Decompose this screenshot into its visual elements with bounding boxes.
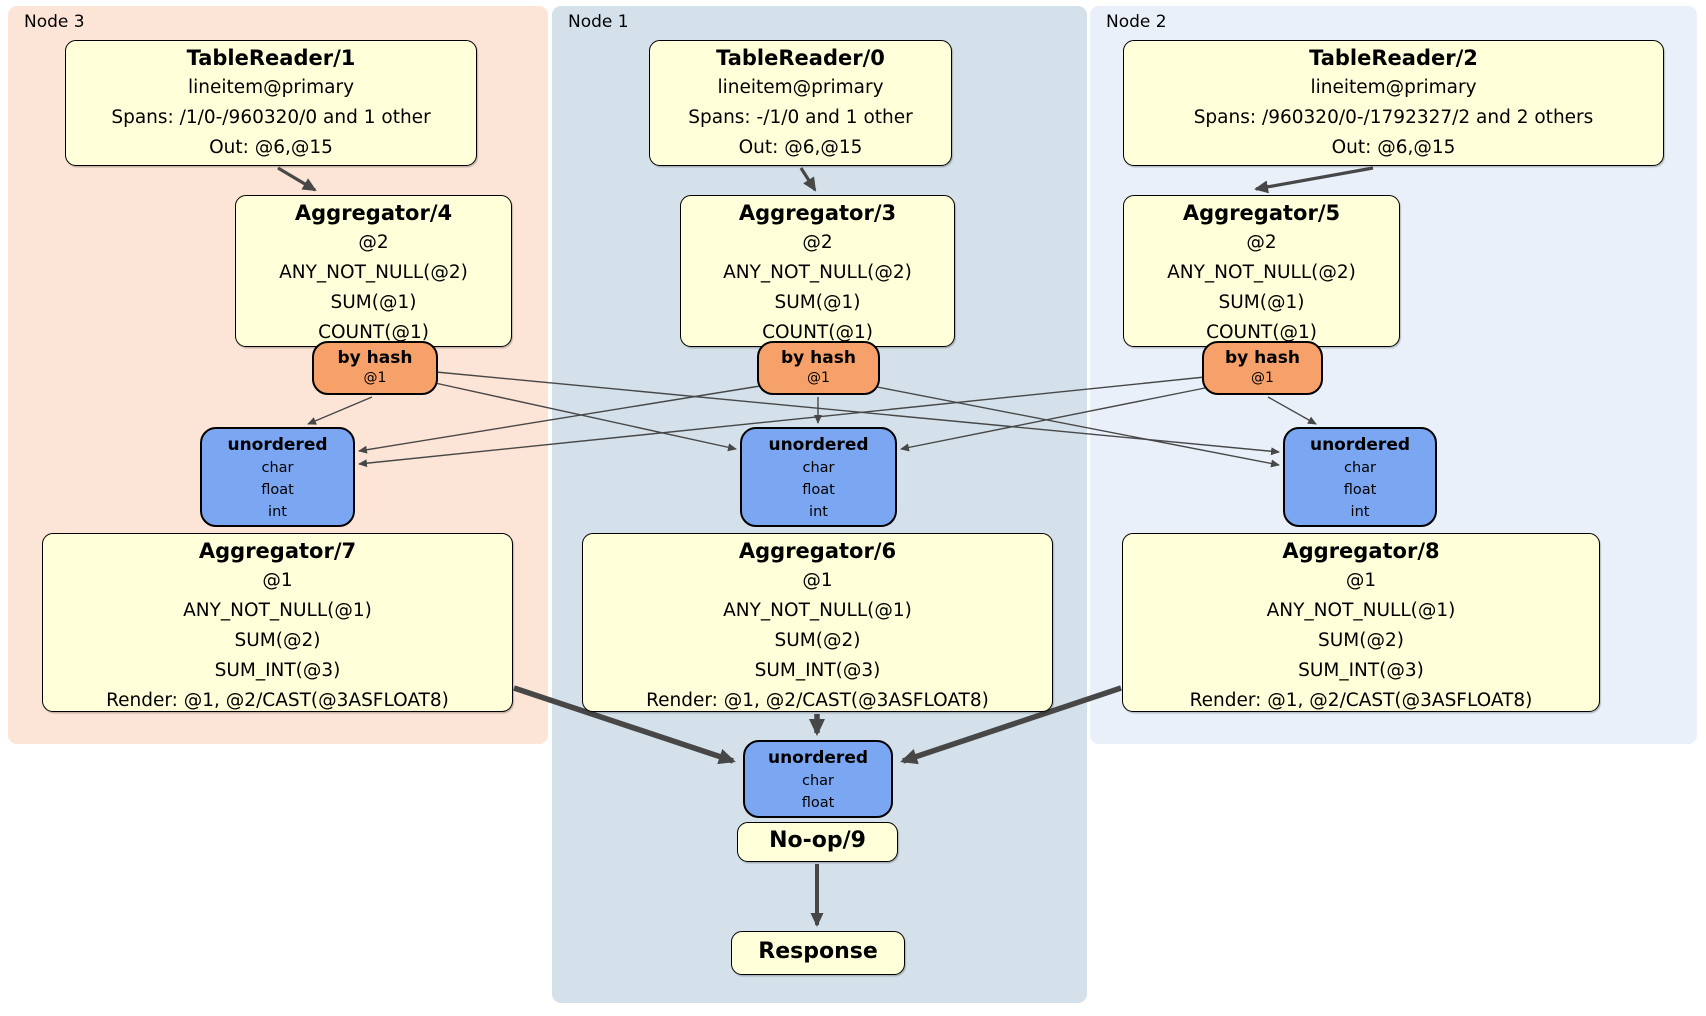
aggregator-6-line: SUM(@2) bbox=[774, 630, 861, 651]
aggregator-8-line: @1 bbox=[1345, 570, 1377, 591]
aggregator-5-title: Aggregator/5 bbox=[1182, 201, 1341, 225]
aggregator-8-line: ANY_NOT_NULL(@1) bbox=[1266, 600, 1456, 621]
tablereader-0-index: lineitem@primary bbox=[717, 77, 884, 98]
aggregator-8-title: Aggregator/8 bbox=[1282, 539, 1440, 563]
aggregator-6-line: ANY_NOT_NULL(@1) bbox=[723, 600, 912, 621]
hash-router-3-key: @1 bbox=[807, 370, 830, 386]
hash-router-4: by hash @1 bbox=[312, 341, 438, 395]
aggregator-3-line: COUNT(@1) bbox=[762, 322, 873, 343]
unordered-sync-node2: unordered char float int bbox=[1283, 427, 1437, 527]
tablereader-2-box: TableReader/2 lineitem@primary Spans: /9… bbox=[1123, 40, 1664, 166]
sync-col: int bbox=[1350, 504, 1370, 520]
aggregator-3-line: SUM(@1) bbox=[774, 292, 861, 313]
aggregator-6-line: SUM_INT(@3) bbox=[754, 660, 881, 681]
aggregator-6-render: Render: @1, @2/CAST(@3ASFLOAT8) bbox=[646, 690, 989, 711]
hash-router-5: by hash @1 bbox=[1202, 341, 1323, 395]
response-box: Response bbox=[731, 931, 905, 975]
tablereader-2-out: Out: @6,@15 bbox=[1331, 137, 1456, 158]
aggregator-4-title: Aggregator/4 bbox=[294, 201, 453, 225]
aggregator-7-line: SUM_INT(@3) bbox=[214, 660, 341, 681]
aggregator-5-box: Aggregator/5 @2 ANY_NOT_NULL(@2) SUM(@1)… bbox=[1123, 195, 1400, 347]
tablereader-2-index: lineitem@primary bbox=[1310, 77, 1477, 98]
tablereader-0-out: Out: @6,@15 bbox=[738, 137, 863, 158]
tablereader-2-spans: Spans: /960320/0-/1792327/2 and 2 others bbox=[1193, 107, 1594, 128]
sync-col: char bbox=[802, 460, 835, 476]
aggregator-8-line: SUM_INT(@3) bbox=[1298, 660, 1424, 681]
noop-9-box: No-op/9 bbox=[737, 822, 898, 862]
node3-label: Node 3 bbox=[24, 12, 85, 32]
sync-col: char bbox=[261, 460, 294, 476]
tablereader-1-title: TableReader/1 bbox=[186, 46, 356, 70]
aggregator-7-line: ANY_NOT_NULL(@1) bbox=[183, 600, 372, 621]
hash-router-5-key: @1 bbox=[1251, 370, 1274, 386]
aggregator-3-box: Aggregator/3 @2 ANY_NOT_NULL(@2) SUM(@1)… bbox=[680, 195, 955, 347]
aggregator-8-box: Aggregator/8 @1 ANY_NOT_NULL(@1) SUM(@2)… bbox=[1122, 533, 1600, 712]
aggregator-7-line: @1 bbox=[262, 570, 293, 591]
aggregator-5-line: COUNT(@1) bbox=[1206, 322, 1317, 343]
unordered-sync-final-title: unordered bbox=[767, 748, 869, 768]
response-title: Response bbox=[758, 939, 878, 964]
sync-col: char bbox=[801, 773, 834, 789]
unordered-sync-node3-title: unordered bbox=[227, 435, 328, 455]
aggregator-3-line: ANY_NOT_NULL(@2) bbox=[723, 262, 912, 283]
tablereader-1-box: TableReader/1 lineitem@primary Spans: /1… bbox=[65, 40, 477, 166]
sync-col: int bbox=[268, 504, 287, 520]
aggregator-6-line: @1 bbox=[802, 570, 833, 591]
aggregator-4-box: Aggregator/4 @2 ANY_NOT_NULL(@2) SUM(@1)… bbox=[235, 195, 512, 347]
hash-router-4-title: by hash bbox=[337, 348, 413, 368]
aggregator-8-line: SUM(@2) bbox=[1318, 630, 1404, 651]
unordered-sync-node1: unordered char float int bbox=[740, 427, 897, 527]
noop-9-title: No-op/9 bbox=[769, 828, 866, 853]
unordered-sync-node3: unordered char float int bbox=[200, 427, 355, 527]
sync-col: int bbox=[809, 504, 828, 520]
unordered-sync-node1-title: unordered bbox=[768, 435, 869, 455]
aggregator-5-line: SUM(@1) bbox=[1218, 292, 1305, 313]
sync-col: float bbox=[1343, 482, 1377, 498]
node2-label: Node 2 bbox=[1106, 12, 1167, 32]
tablereader-0-title: TableReader/0 bbox=[716, 46, 885, 70]
sync-col: char bbox=[1343, 460, 1376, 476]
aggregator-4-line: @2 bbox=[358, 232, 389, 253]
tablereader-1-index: lineitem@primary bbox=[187, 77, 355, 98]
hash-router-3-title: by hash bbox=[781, 348, 856, 368]
hash-router-5-title: by hash bbox=[1225, 348, 1300, 368]
aggregator-5-line: ANY_NOT_NULL(@2) bbox=[1167, 262, 1356, 283]
aggregator-4-line: SUM(@1) bbox=[330, 292, 417, 313]
aggregator-7-box: Aggregator/7 @1 ANY_NOT_NULL(@1) SUM(@2)… bbox=[42, 533, 513, 712]
sync-col: float bbox=[261, 482, 294, 498]
aggregator-8-render: Render: @1, @2/CAST(@3ASFLOAT8) bbox=[1189, 690, 1533, 711]
tablereader-0-box: TableReader/0 lineitem@primary Spans: -/… bbox=[649, 40, 952, 166]
aggregator-4-line: ANY_NOT_NULL(@2) bbox=[279, 262, 468, 283]
aggregator-6-title: Aggregator/6 bbox=[738, 539, 897, 563]
aggregator-7-line: SUM(@2) bbox=[234, 630, 321, 651]
sync-col: float bbox=[802, 482, 835, 498]
tablereader-2-title: TableReader/2 bbox=[1309, 46, 1478, 70]
sync-col: float bbox=[801, 795, 835, 811]
hash-router-4-key: @1 bbox=[363, 370, 387, 386]
aggregator-5-line: @2 bbox=[1246, 232, 1277, 253]
tablereader-0-spans: Spans: -/1/0 and 1 other bbox=[688, 107, 913, 128]
tablereader-1-spans: Spans: /1/0-/960320/0 and 1 other bbox=[111, 107, 431, 128]
aggregator-7-render: Render: @1, @2/CAST(@3ASFLOAT8) bbox=[106, 690, 449, 711]
aggregator-3-title: Aggregator/3 bbox=[738, 201, 897, 225]
unordered-sync-node2-title: unordered bbox=[1309, 435, 1411, 455]
aggregator-6-box: Aggregator/6 @1 ANY_NOT_NULL(@1) SUM(@2)… bbox=[582, 533, 1053, 712]
tablereader-1-out: Out: @6,@15 bbox=[209, 137, 333, 158]
unordered-sync-final: unordered char float bbox=[743, 740, 893, 818]
hash-router-3: by hash @1 bbox=[757, 341, 880, 395]
aggregator-4-line: COUNT(@1) bbox=[318, 322, 429, 343]
node1-label: Node 1 bbox=[568, 12, 629, 32]
aggregator-3-line: @2 bbox=[802, 232, 833, 253]
aggregator-7-title: Aggregator/7 bbox=[198, 539, 357, 563]
